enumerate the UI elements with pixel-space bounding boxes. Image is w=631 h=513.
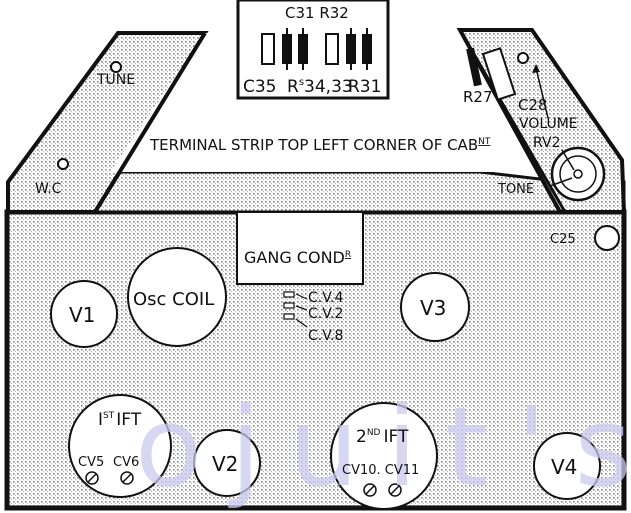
tune-terminal — [110, 61, 122, 73]
trimmer-symbols — [85, 471, 402, 497]
second-ift — [330, 402, 438, 510]
label-cv4: C.V.4 — [308, 290, 343, 306]
board-components — [261, 28, 372, 70]
label-osc-coil: Osc COIL — [133, 289, 214, 310]
label-volume: VOLUME — [519, 116, 578, 132]
label-c35: C35 — [243, 77, 277, 97]
label-tune: TUNE — [96, 72, 135, 88]
label-terminal-strip: TERMINAL STRIP TOP LEFT CORNER OF CABNT — [149, 136, 491, 154]
label-cv2: C.V.2 — [308, 306, 343, 322]
label-v1: V1 — [69, 303, 95, 327]
label-rv2: RV2 — [533, 135, 560, 151]
label-v2: V2 — [212, 452, 238, 476]
label-tone: TONE — [497, 182, 534, 197]
r27-resistor — [466, 47, 482, 87]
label-cv10-cv11: CV10. CV11 — [342, 463, 419, 478]
gang-condenser — [236, 211, 364, 285]
c28-terminal — [517, 52, 529, 64]
label-c31-r32: C31 R32 — [285, 4, 349, 22]
label-v4: V4 — [551, 455, 577, 479]
label-cv6: CV6 — [113, 455, 139, 470]
label-r27: R27 — [463, 88, 493, 106]
v3-valve — [400, 272, 470, 342]
gang-trimmers — [283, 291, 308, 328]
label-cv5: CV5 — [78, 455, 104, 470]
wc-terminal — [57, 158, 69, 170]
v1-valve — [50, 280, 118, 348]
label-c25: C25 — [550, 232, 576, 247]
label-r34-33: Rs34,33 — [287, 77, 353, 97]
label-cv8: C.V.8 — [308, 328, 343, 344]
osc-coil — [127, 247, 227, 347]
label-v3: V3 — [420, 296, 446, 320]
v2-valve — [193, 429, 261, 497]
label-gang-cond: GANG CONDR — [244, 248, 351, 267]
label-wc: W.C — [35, 181, 62, 197]
label-r31: R31 — [348, 77, 381, 97]
c28-capacitor — [481, 47, 517, 101]
c25-capacitor — [594, 225, 620, 251]
v4-valve — [533, 432, 601, 500]
label-c28: C28 — [518, 96, 548, 114]
terminal-strip-area — [110, 33, 555, 172]
watermark: ojuit's — [135, 383, 631, 511]
first-ift — [68, 394, 172, 498]
